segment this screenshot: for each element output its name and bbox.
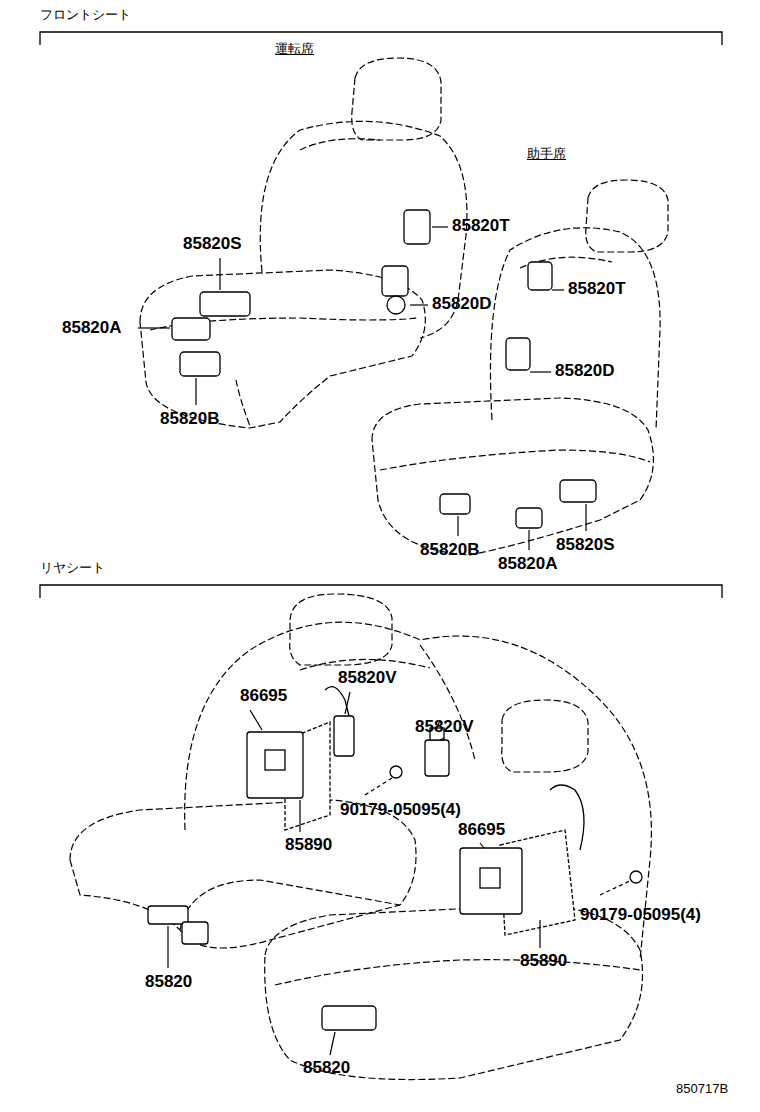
part-number: 85820D — [555, 361, 615, 381]
part-number: 85820 — [145, 972, 192, 992]
part-number: 85820B — [420, 540, 480, 560]
section-heading: リヤシート — [40, 561, 105, 576]
part-number: 85820S — [556, 535, 615, 555]
part-number: 85820B — [160, 409, 220, 429]
part-number: 85820S — [183, 234, 242, 254]
section-heading: フロントシート — [40, 8, 131, 23]
part-number: 86695 — [458, 820, 505, 840]
part-number: 85820T — [568, 279, 626, 299]
seat-heading: 運転席 — [275, 42, 314, 57]
part-number: 90179-05095(4) — [580, 905, 701, 925]
part-number: 85820A — [62, 318, 122, 338]
part-number: 85820V — [415, 717, 474, 737]
part-number: 85890 — [285, 835, 332, 855]
part-number: 85890 — [520, 951, 567, 971]
seat-heading: 助手席 — [527, 147, 566, 162]
part-number: 90179-05095(4) — [340, 800, 461, 820]
part-number: 85820V — [338, 668, 397, 688]
part-number: 86695 — [240, 686, 287, 706]
part-number: 85820D — [432, 294, 492, 314]
part-number: 85820 — [303, 1058, 350, 1078]
part-number: 85820A — [498, 554, 558, 574]
figure-code: 850717B — [676, 1082, 728, 1097]
part-number: 85820T — [452, 216, 510, 236]
